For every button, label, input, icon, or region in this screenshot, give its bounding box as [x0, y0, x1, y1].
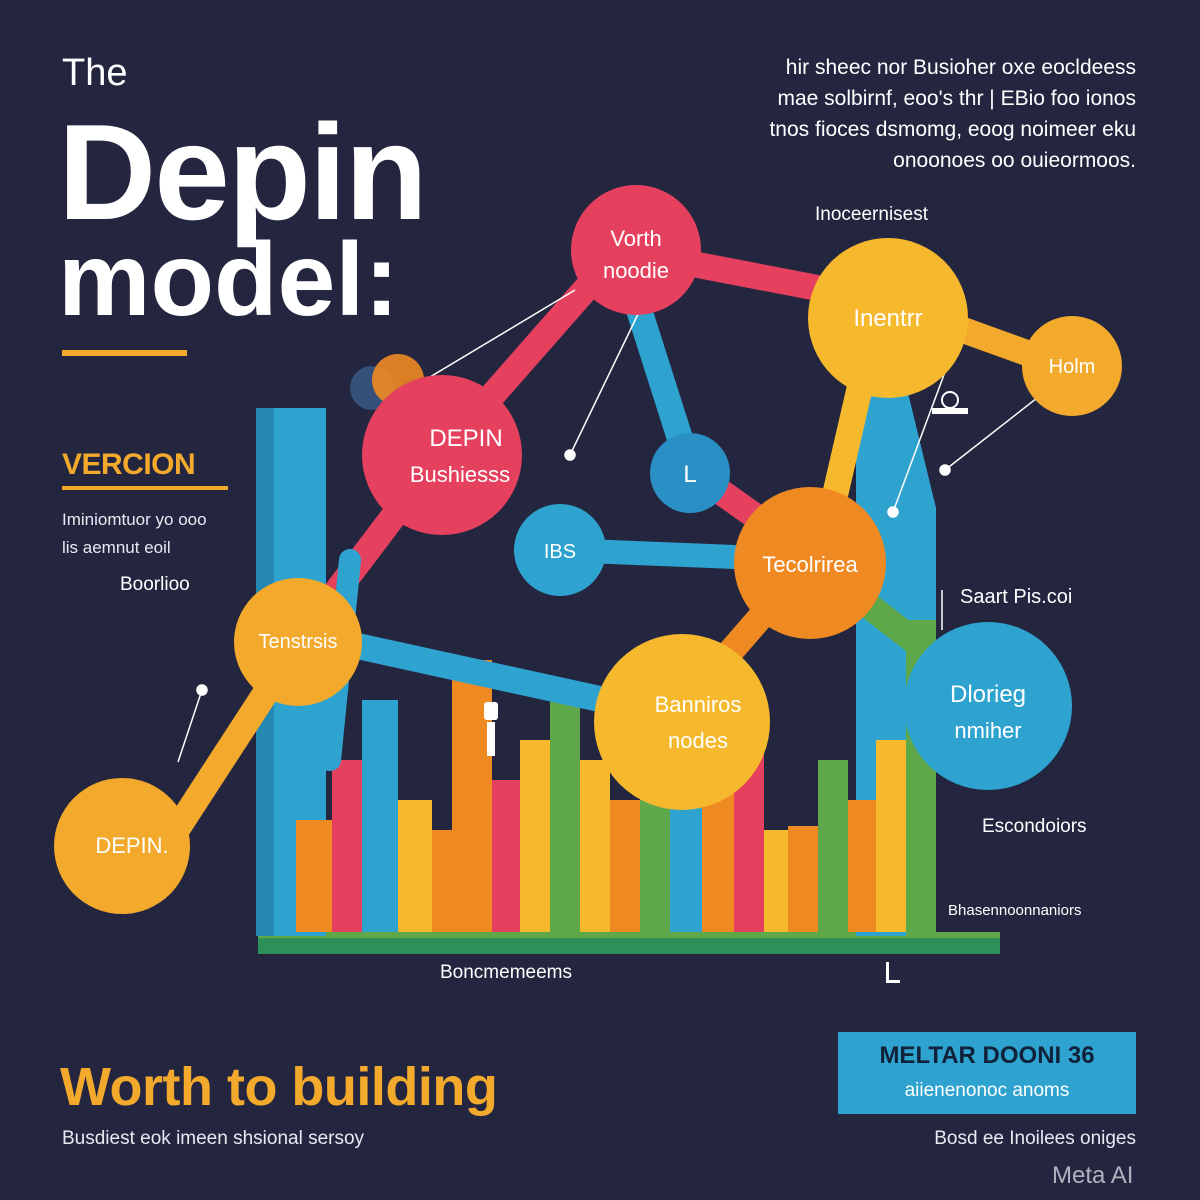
info-badge-subtitle: aiienenonoc anoms: [904, 1080, 1070, 1101]
version-description-line: Iminiomtuor yo ooo: [62, 510, 207, 529]
svg-text:Inentrr: Inentrr: [853, 305, 922, 332]
bar-cluster: [296, 660, 906, 932]
title-underline: [62, 350, 187, 356]
version-underline: [62, 486, 228, 490]
svg-text:Banniros: Banniros: [655, 692, 742, 717]
svg-text:nmiher: nmiher: [954, 718, 1021, 743]
node-worth: Vorth noodie: [571, 185, 701, 315]
label-small-right: Bhasennoonnaniors: [948, 902, 1082, 919]
intro-line: mae solbirnf, eoo's thr | EBio foo ionos: [777, 87, 1137, 110]
decor-glyph: [484, 391, 968, 983]
intro-paragraph: hir sheec nor Busioher oxe eocldeess mae…: [600, 52, 1136, 176]
node-depin-business: DEPIN Bushiesss: [362, 375, 522, 535]
node-worth-label: Vorth: [610, 226, 661, 251]
intro-line: onoonoes oo ouieormoos.: [893, 149, 1136, 172]
svg-text:Bushiesss: Bushiesss: [410, 462, 510, 487]
label-bottom-center: Boncmemeems: [440, 962, 572, 983]
node-tenstrsis: Tenstrsis: [234, 578, 362, 706]
svg-text:IBS: IBS: [544, 541, 576, 563]
node-holm: Holm: [1022, 316, 1122, 416]
node-inentrr: Inentrr: [808, 238, 968, 398]
chart-baseline-top: [258, 932, 1000, 938]
footer-caption: Busdiest eok imeen shsional sersoy: [62, 1128, 365, 1149]
svg-text:Tecolrirea: Tecolrirea: [762, 552, 858, 577]
label-top-right: Inoceernisest: [815, 204, 929, 225]
svg-text:DEPIN: DEPIN: [429, 425, 502, 452]
badge-caption: Bosd ee Inoilees oniges: [934, 1128, 1136, 1149]
intro-line: tnos fioces dsmomg, eoog noimeer eku: [769, 118, 1136, 141]
node-tecolrirea: Tecolrirea: [734, 487, 886, 639]
callout-lines: [177, 289, 1061, 763]
title-prefix: The: [62, 52, 128, 94]
info-badge-title: MELTAR DOONI 36: [879, 1042, 1095, 1069]
intro-line: hir sheec nor Busioher oxe eocldeess: [785, 56, 1136, 79]
label-smart-pis: Saart Pis.coi: [960, 586, 1073, 608]
svg-text:nodes: nodes: [668, 728, 728, 753]
label-escondoiors: Escondoiors: [982, 816, 1087, 837]
node-l: L: [650, 433, 730, 513]
chart-baseline: [258, 936, 1000, 954]
node-worth-label-2: noodie: [603, 258, 669, 283]
svg-text:DEPIN.: DEPIN.: [95, 833, 168, 858]
node-banniros: Banniros nodes: [594, 634, 770, 810]
svg-text:Dlorieg: Dlorieg: [950, 681, 1026, 708]
version-description: Iminiomtuor yo ooo lis aemnut eoil: [62, 506, 242, 562]
footer-title: Worth to building: [60, 1057, 498, 1117]
node-ibs: IBS: [514, 504, 606, 596]
node-depin: DEPIN.: [54, 778, 190, 914]
node-dlorieg: Dlorieg nmiher: [904, 622, 1072, 790]
side-label: Boorlioo: [120, 574, 190, 595]
page-title-line2: model:: [58, 222, 399, 338]
svg-text:Holm: Holm: [1049, 356, 1096, 378]
watermark: Meta AI: [1052, 1162, 1134, 1189]
version-description-line: lis aemnut eoil: [62, 538, 171, 557]
info-badge: MELTAR DOONI 36 aiienenonoc anoms: [838, 1032, 1136, 1114]
page-title: Depin: [58, 96, 428, 248]
svg-text:L: L: [683, 461, 696, 488]
version-heading: VERCION: [62, 448, 196, 481]
svg-text:Tenstrsis: Tenstrsis: [259, 631, 338, 653]
